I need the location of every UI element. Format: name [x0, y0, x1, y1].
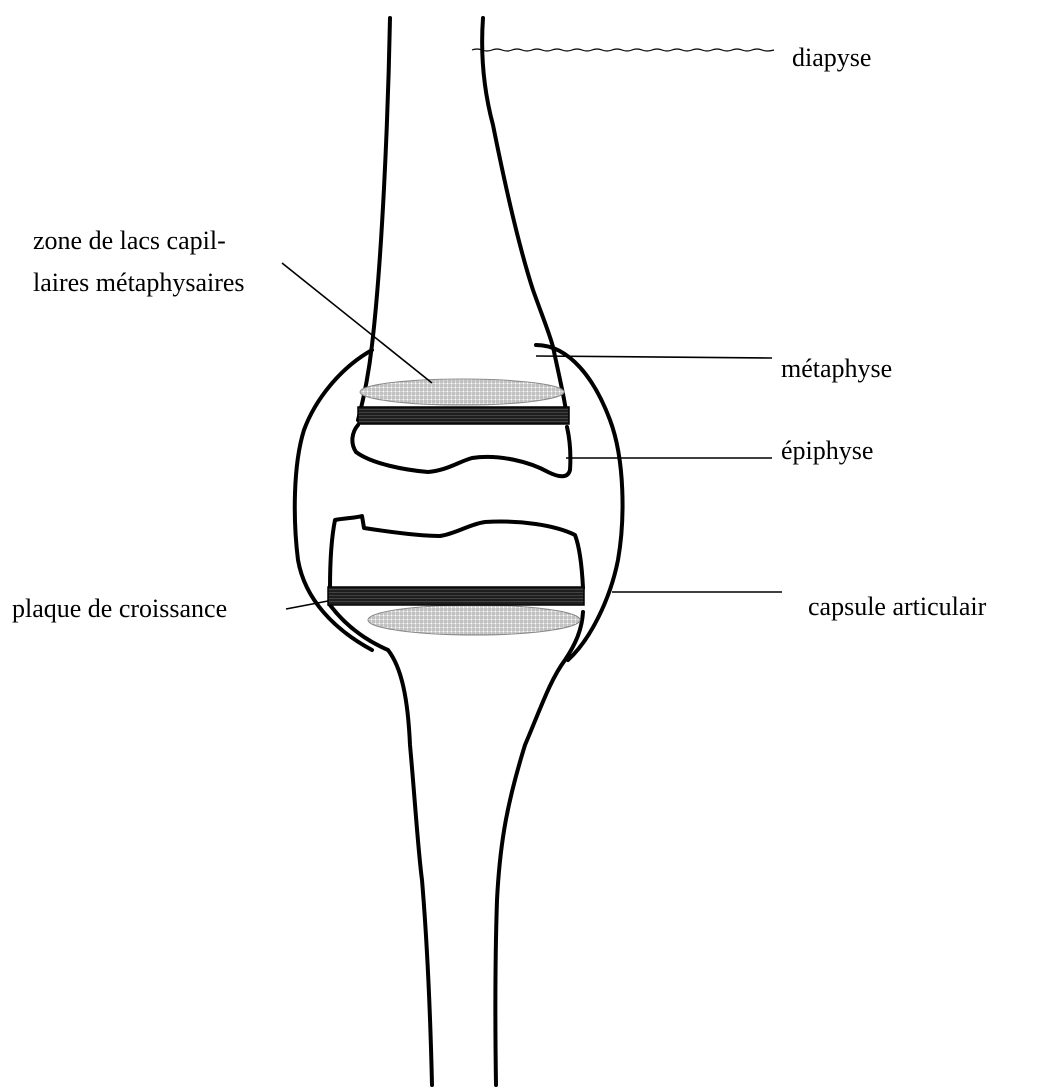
lower-epiphysis-outline: [330, 516, 583, 588]
label-plaque: plaque de croissance: [12, 596, 227, 622]
zone-leader: [282, 263, 432, 383]
label-zone-line2: laires métaphysaires: [33, 270, 245, 296]
label-epiphyse: épiphyse: [781, 438, 873, 464]
upper-epiphysis-outline: [352, 425, 570, 476]
upper-bone-left-contour: [358, 18, 390, 420]
upper-bone-right-contour: [482, 18, 567, 420]
label-metaphyse: métaphyse: [781, 356, 892, 382]
label-capsule: capsule articulair: [808, 594, 986, 620]
diapyse-leader: [472, 49, 774, 51]
lower-bone-left-contour: [330, 605, 432, 1085]
label-zone-line1: zone de lacs capil-: [33, 228, 226, 254]
label-diapyse: diapyse: [792, 45, 871, 71]
lower-bone-right-contour: [495, 612, 583, 1085]
lower-capillary-zone: [368, 605, 580, 635]
upper-capillary-zone: [360, 379, 564, 405]
upper-growth-plate: [358, 407, 569, 424]
lower-growth-plate: [328, 587, 584, 605]
